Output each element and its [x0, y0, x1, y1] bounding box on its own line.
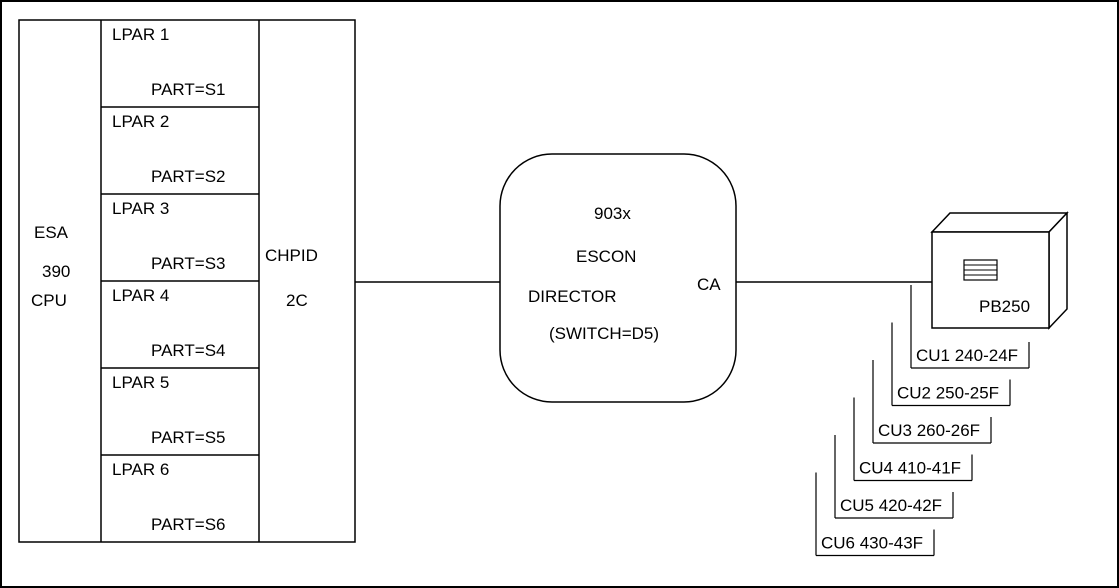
lpar-name: LPAR 2 [112, 112, 169, 131]
director-line1: 903x [594, 204, 631, 223]
escon-director: 903x ESCON DIRECTOR (SWITCH=D5) CA [500, 154, 736, 402]
lpar-partition: PART=S2 [151, 167, 226, 186]
device-panel-icon [964, 260, 997, 280]
director-line2: ESCON [576, 247, 636, 266]
lpar-name: LPAR 1 [112, 25, 169, 44]
control-unit-label: CU3 260-26F [878, 421, 980, 440]
lpar-name: LPAR 4 [112, 286, 169, 305]
cpu-label-line1: ESA [34, 223, 69, 242]
control-unit-label: CU1 240-24F [916, 346, 1018, 365]
chpid-label-line2: 2C [286, 291, 308, 310]
cpu-label-line3: CPU [31, 291, 67, 310]
control-unit-label: CU6 430-43F [821, 534, 923, 553]
control-unit-label: CU4 410-41F [859, 459, 961, 478]
lpar-name: LPAR 3 [112, 199, 169, 218]
lpar-partition: PART=S6 [151, 515, 226, 534]
control-unit-label: CU2 250-25F [897, 384, 999, 403]
director-line4: (SWITCH=D5) [549, 324, 659, 343]
lpar-partition: PART=S3 [151, 254, 226, 273]
pb250-device: PB250 [932, 213, 1067, 328]
director-port-label: CA [697, 275, 721, 294]
cpu-label-line2: 390 [42, 262, 70, 281]
chpid-label-line1: CHPID [265, 246, 318, 265]
director-line3: DIRECTOR [528, 287, 616, 306]
lpar-partition: PART=S1 [151, 80, 226, 99]
lpar-partition: PART=S5 [151, 428, 226, 447]
lpar-partition: PART=S4 [151, 341, 226, 360]
device-side-face [1049, 213, 1067, 328]
lpar-name: LPAR 5 [112, 373, 169, 392]
device-label: PB250 [979, 297, 1030, 316]
device-top-face [932, 213, 1067, 232]
control-unit-label: CU5 420-42F [840, 496, 942, 515]
lpar-name: LPAR 6 [112, 460, 169, 479]
